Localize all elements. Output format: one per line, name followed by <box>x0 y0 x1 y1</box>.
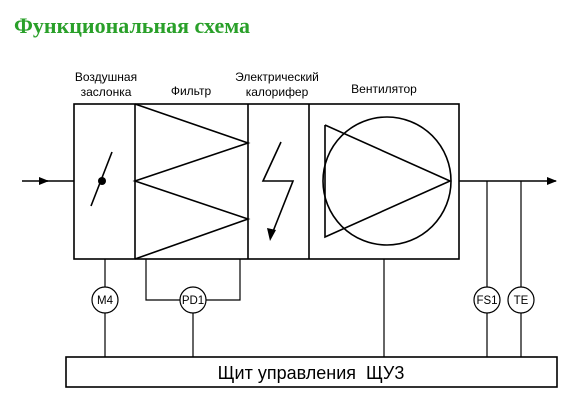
control-panel <box>65 356 558 388</box>
page-title: Функциональная схема <box>14 13 251 38</box>
unit-housing <box>73 103 460 260</box>
fs1-sensor-label: FS1 <box>476 295 497 307</box>
filter-symbol <box>132 103 251 260</box>
te-sensor-label: TE <box>514 295 529 307</box>
damper-symbol <box>90 151 113 207</box>
m4-sensor-label: M4 <box>97 295 114 307</box>
filter-label: Фильтр <box>171 84 212 98</box>
damper-label-line2: заслонка <box>81 85 132 99</box>
damper-label-line1: Воздушная <box>75 70 137 84</box>
heater-symbol <box>261 141 295 241</box>
pd1-sensor-label: PD1 <box>182 295 204 307</box>
control-panel-label: Щит управления ЩУ3 <box>218 363 405 383</box>
heater-label-line1: Электрический <box>235 70 319 84</box>
fan-label: Вентилятор <box>351 82 417 96</box>
heater-label-line2: калорифер <box>246 85 309 99</box>
fan-symbol <box>322 116 452 246</box>
